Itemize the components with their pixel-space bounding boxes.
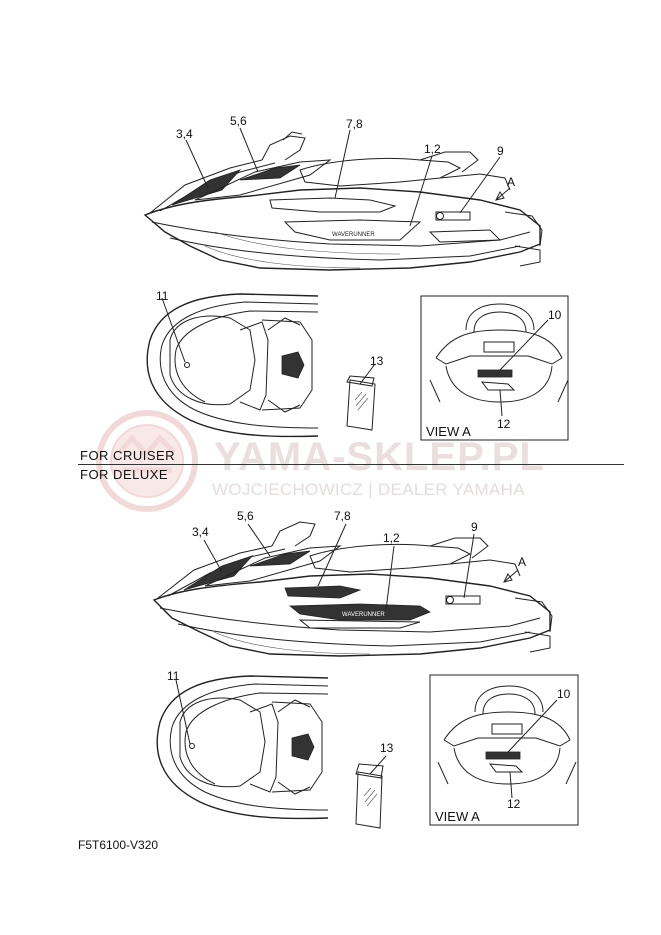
- svg-text:WAVERUNNER: WAVERUNNER: [342, 612, 385, 618]
- svg-text:WAVERUNNER: WAVERUNNER: [332, 232, 375, 238]
- view-a-stern-top: [429, 303, 569, 417]
- arrow-a-label-top: A: [507, 175, 516, 189]
- callout-1-2-bottom: 1,2: [383, 531, 400, 545]
- callout-12-view-top: 12: [497, 417, 511, 431]
- callout-5-6-bottom: 5,6: [237, 509, 254, 523]
- callout-13-bottom: 13: [380, 741, 394, 755]
- callout-13-top: 13: [370, 354, 384, 368]
- callout-5-6-top: 5,6: [230, 114, 247, 128]
- callout-12-view-bottom: 12: [507, 797, 521, 811]
- arrow-a-label-bottom: A: [518, 555, 527, 569]
- watermark-subtext: WOJCIECHOWICZ | DEALER YAMAHA: [212, 480, 525, 499]
- callout-3-4-top: 3,4: [176, 127, 193, 141]
- callout-9-top: 9: [497, 144, 504, 158]
- callout-7-8-top: 7,8: [346, 117, 363, 131]
- callout-3-4-bottom: 3,4: [192, 525, 209, 539]
- section-label-cruiser: FOR CRUISER: [80, 448, 176, 463]
- view-a-box-bottom: [429, 674, 579, 826]
- card-item-13-top: [346, 363, 376, 431]
- view-a-stern-bottom: [437, 685, 577, 799]
- view-a-label-top: VIEW A: [426, 424, 471, 439]
- watercraft-top-view-deluxe: [156, 675, 329, 820]
- callout-1-2-top: 1,2: [424, 142, 441, 156]
- card-item-13-bottom: [355, 755, 387, 829]
- section-label-deluxe: FOR DELUXE: [80, 467, 169, 482]
- callout-10-top: 10: [548, 308, 562, 322]
- callout-11-bottom: 11: [167, 669, 180, 683]
- watermark-text: YAMA-SKLEP.PL: [214, 435, 545, 479]
- callout-11-top: 11: [156, 289, 169, 303]
- callout-7-8-bottom: 7,8: [334, 509, 351, 523]
- view-a-label-bottom: VIEW A: [435, 809, 480, 824]
- watercraft-top-view-cruiser: [146, 293, 319, 438]
- diagram-code: F5T6100-V320: [78, 838, 159, 852]
- watercraft-side-view-deluxe: WAVERUNNER: [152, 521, 553, 657]
- callout-9-bottom: 9: [471, 520, 478, 534]
- view-a-box-top: [420, 295, 569, 441]
- section-divider: [78, 464, 624, 465]
- watercraft-side-view-cruiser: WAVERUNNER: [143, 127, 543, 271]
- callout-10-bottom: 10: [557, 687, 571, 701]
